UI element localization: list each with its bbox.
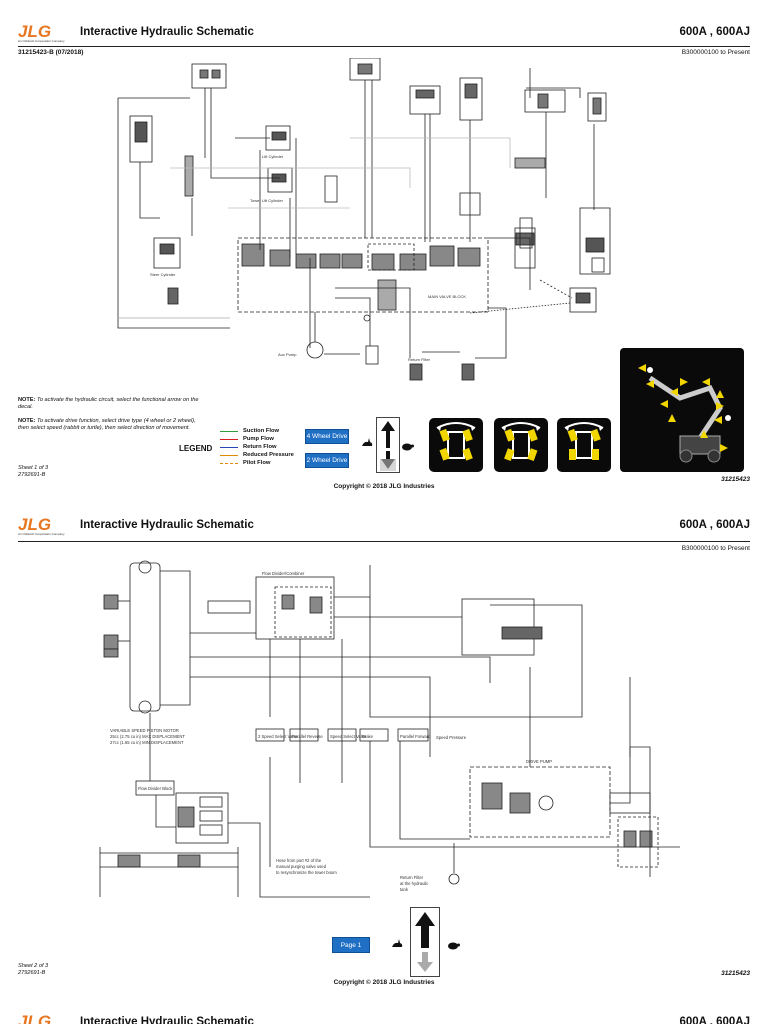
svg-text:JLG: JLG — [18, 22, 51, 41]
jlg-logo: JLG An Oshkosh Corporation Company — [18, 514, 68, 536]
model-label: 600A , 600AJ — [679, 519, 750, 531]
motor-note-3: 27cc (1.65 cu in) MIN DISPLACEMENT — [110, 740, 184, 745]
hose-note-2: manual purging valve used — [276, 864, 327, 869]
sheet-header: JLG An Oshkosh Corporation Company Inter… — [0, 511, 768, 541]
sheet-3: JLG Interactive Hydraulic Schematic 600A… — [0, 1000, 768, 1024]
note-1: NOTE: To activate the hydraulic circuit,… — [18, 397, 199, 410]
legend-title: LEGEND — [179, 444, 213, 453]
serial-range: B300000100 to Present — [681, 545, 750, 552]
turtle-icon[interactable] — [400, 440, 414, 452]
doc-number: 31215423 — [721, 970, 750, 977]
direction-arrow-control[interactable] — [410, 907, 440, 977]
box-label-2: Parallel Reverse — [292, 734, 323, 739]
model-label: 600A , 600AJ — [679, 1016, 750, 1024]
jlg-logo: JLG An Oshkosh Corporation Company — [18, 21, 68, 43]
speed-pressure-label: Speed Pressure — [436, 735, 467, 740]
return-filter-note-1: Return Filter — [400, 875, 424, 880]
aux-pump-label: Aux Pump — [278, 352, 297, 357]
legend-pump: Pump Flow — [220, 436, 274, 442]
sheet-2: JLG An Oshkosh Corporation Company Inter… — [0, 505, 768, 1000]
return-filter-note-3: tank — [400, 887, 409, 892]
tower-lift-label: Tower Lift Cylinder — [250, 198, 284, 203]
svg-text:An Oshkosh Corporation Company: An Oshkosh Corporation Company — [18, 39, 65, 43]
page-title: Interactive Hydraulic Schematic — [80, 26, 254, 38]
return-filter-note-2: at the hydraulic — [400, 881, 428, 886]
page-1-button[interactable]: Page 1 — [332, 937, 370, 953]
box-label-5: Parallel Forward — [400, 734, 431, 739]
header-divider — [18, 541, 750, 542]
legend-pilot: Pilot Flow — [220, 460, 270, 466]
doc-number: 31215423 — [721, 476, 750, 483]
steer-mode-coordinated-tile[interactable] — [494, 418, 548, 472]
hydraulic-schematic-2: Flow Divider/Combiner VARIABLE SPEED PIS… — [99, 560, 680, 898]
main-valve-label: MAIN VALVE BLOCK — [428, 294, 466, 299]
motor-note-1: VARIABLE SPEED PISTON MOTOR — [110, 728, 179, 733]
svg-text:JLG: JLG — [18, 1012, 51, 1024]
return-filter-label: Return Filter — [408, 357, 431, 362]
swing-valve-label: Flow Divider Block — [138, 786, 173, 791]
four-wheel-drive-button[interactable]: 4 Wheel Drive — [305, 429, 349, 444]
rabbit-icon[interactable] — [390, 937, 404, 951]
machine-decal-image[interactable] — [620, 348, 744, 472]
sheet-1: JLG An Oshkosh Corporation Company Inter… — [0, 0, 768, 505]
box-label-1: 2 Speed Select Valve — [258, 734, 298, 739]
motor-note-2: 25cc (2.75 cu in) MAX DISPLACEMENT — [110, 734, 185, 739]
sheet-header: JLG Interactive Hydraulic Schematic 600A… — [0, 1008, 768, 1024]
svg-text:An Oshkosh Corporation Company: An Oshkosh Corporation Company — [18, 532, 65, 536]
copyright: Copyright © 2018 JLG Industries — [333, 483, 435, 490]
steer-cylinder-label: Steer Cylinder — [150, 272, 176, 277]
flow-divider-label: Flow Divider/Combiner — [262, 571, 305, 576]
box-label-4: Brake — [362, 734, 374, 739]
jlg-logo: JLG — [18, 1011, 68, 1024]
legend-suction: Suction Flow — [220, 428, 279, 434]
note-2: NOTE: To activate drive function, select… — [18, 418, 196, 431]
lift-cylinder-label: Lift Cylinder — [262, 154, 284, 159]
steer-mode-crab-tile[interactable] — [429, 418, 483, 472]
page-title: Interactive Hydraulic Schematic — [80, 519, 254, 531]
serial-range: B300000100 to Present — [681, 49, 750, 56]
model-label: 600A , 600AJ — [679, 26, 750, 38]
page-title: Interactive Hydraulic Schematic — [80, 1016, 254, 1024]
two-wheel-drive-button[interactable]: 2 Wheel Drive — [305, 453, 349, 468]
turtle-icon[interactable] — [446, 939, 460, 951]
svg-text:JLG: JLG — [18, 515, 51, 534]
direction-arrow-control[interactable] — [376, 417, 400, 473]
sheet-header: JLG An Oshkosh Corporation Company Inter… — [0, 18, 768, 48]
hose-note-1: Hose from port #2 of the — [276, 858, 322, 863]
drive-pump-label: DRIVE PUMP — [526, 759, 552, 764]
hose-note-3: to resynchronize the tower boom — [276, 870, 337, 875]
doc-ref: 31215423-B (07/2018) — [18, 49, 84, 56]
hydraulic-schematic-1: Aux Pump MAIN VALVE BLOCK Return Filter … — [117, 58, 611, 381]
legend-reduced-pressure: Reduced Pressure — [220, 452, 294, 458]
header-divider — [18, 46, 750, 47]
box-label-3: Speed Select Valve — [330, 734, 367, 739]
steer-mode-front-tile[interactable] — [557, 418, 611, 472]
legend-return: Return Flow — [220, 444, 277, 450]
rabbit-icon[interactable] — [360, 436, 374, 450]
copyright: Copyright © 2018 JLG Industries — [333, 979, 435, 986]
